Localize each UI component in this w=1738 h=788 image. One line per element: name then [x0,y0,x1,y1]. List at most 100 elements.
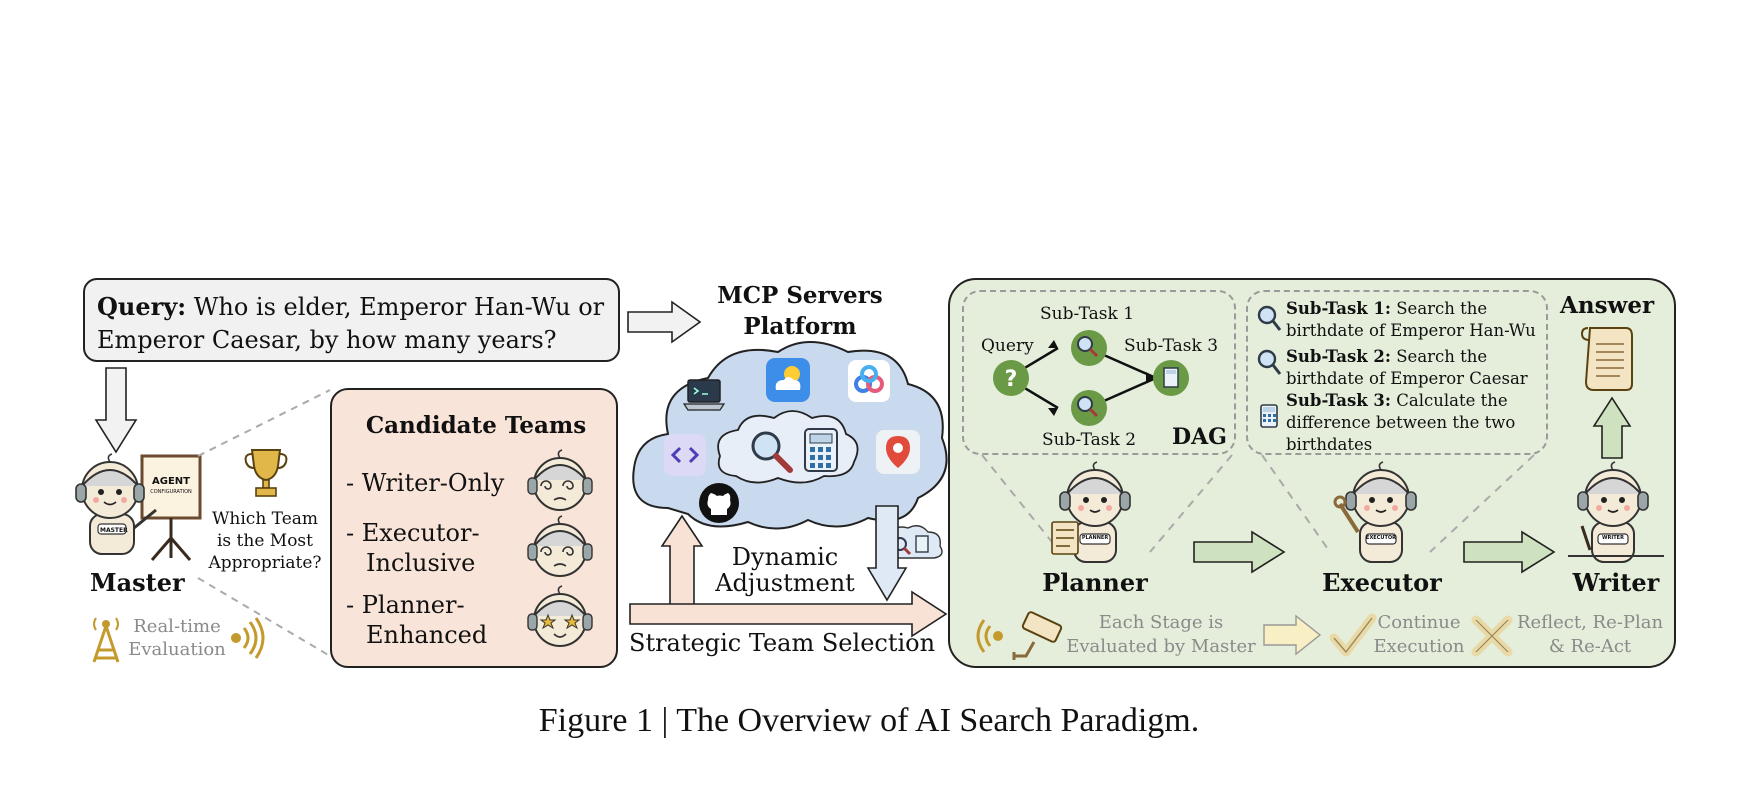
subtask-3-line-3: birthdates [1286,435,1373,454]
executor-badge: EXECUTOR [1366,535,1396,541]
continue-line-1: Continue [1377,612,1461,633]
writer-robot-icon [1568,461,1664,563]
weather-icon [766,358,810,402]
arrow-planner-to-executor [1193,530,1286,574]
search-icon [1257,349,1282,375]
subtask-1-text-1: Search the [1391,299,1488,318]
subtask-3-desc: Sub-Task 3: Calculate the difference bet… [1286,390,1515,456]
stage-line-1: Each Stage is [1098,612,1224,633]
subtask-2-line-1: Sub-Task 2: Search the [1286,346,1528,368]
arrow-executor-to-writer [1463,530,1556,574]
arrow-down-from-cloud [866,505,908,602]
candidate-teams-title: Candidate Teams [365,412,587,439]
subtask-1-desc: Sub-Task 1: Search the birthdate of Empe… [1286,298,1536,342]
question-line-2: is the Most [216,531,313,551]
map-pin-icon [876,430,920,474]
sound-wave-icon [976,619,1003,653]
arrow-up-to-cloud [660,514,704,611]
question-line-3: Appropriate? [208,553,322,573]
query-line-1: Query: Who is elder, Emperor Han-Wu or [97,290,606,324]
calculator-icon [804,428,838,472]
dag-query-label: Query [981,336,1034,356]
trophy-icon [244,449,288,497]
arrow-continue [1263,614,1322,656]
code-brackets-icon [664,434,706,476]
mcp-title: MCP Servers Platform [690,280,910,342]
subtask-1-line-2: birthdate of Emperor Han-Wu [1286,321,1536,340]
mcp-title-line-2: Platform [743,313,857,340]
arrow-writer-to-answer [1592,396,1632,459]
writer-label: Writer [1572,568,1660,597]
dynamic-adjustment: Dynamic Adjustment [700,544,870,596]
dynamic-line-2: Adjustment [715,569,855,597]
question-line-1: Which Team [211,509,319,529]
realtime-evaluation: Real-time Evaluation [122,615,232,661]
dag-label: DAG [1172,424,1227,450]
reflect-line-1: Reflect, Re-Plan [1516,612,1664,633]
candidate-2-line-2: Inclusive [366,549,476,577]
answer-label: Answer [1560,292,1655,319]
realtime-line-1: Real-time [133,616,221,637]
checkmark-icon [1329,613,1377,657]
robot-head-star-eyes-icon [527,585,593,647]
continue-line-2: Execution [1373,636,1465,657]
dag-graph: ? [993,330,1189,426]
planner-badge: PLANNER [1081,535,1109,541]
subtask-3-line-1: Sub-Task 3: Calculate the [1286,390,1515,412]
magnifier-icon [751,431,793,473]
dag-subtask-3-label: Sub-Task 3 [1124,336,1219,356]
executor-robot-icon [1333,461,1417,563]
master-label: Master [90,568,185,597]
calculator-icon [1260,404,1278,428]
robot-head-dizzy-icon [527,515,593,577]
dag-subtask-2-label: Sub-Task 2 [1042,430,1137,450]
candidate-2-line-1: - Executor- [346,519,480,547]
subtask-1-head: Sub-Task 1: [1286,299,1391,318]
subtask-3-text-1: Calculate the [1391,391,1508,410]
dynamic-line-1: Dynamic [731,543,839,571]
master-badge: MASTER [100,527,128,534]
cross-icon [1471,615,1513,657]
reflect-replan-text: Reflect, Re-Plan & Re-Act [1508,611,1672,659]
candidate-item-writer-only: - Writer-Only [346,468,504,498]
board-text-2: CONFIGURATION [150,489,192,495]
robot-head-dizzy-icon [527,449,593,511]
dag-subtask-1-label: Sub-Task 1 [1040,304,1135,324]
subtask-3-line-2: difference between the two [1286,413,1516,432]
execution-panel [948,278,1676,668]
search-icon [1257,305,1282,331]
reflect-line-2: & Re-Act [1548,636,1632,657]
candidate-item-executor-inclusive: - Executor- Inclusive [346,518,480,578]
continue-execution-text: Continue Execution [1364,611,1474,659]
which-team-question: Which Team is the Most Appropriate? [202,508,328,574]
candidate-1-line-1: - Writer-Only [346,469,505,497]
candidate-item-planner-enhanced: - Planner- Enhanced [346,590,487,650]
board-text-1: AGENT [152,476,190,487]
security-camera-icon [1012,611,1063,660]
subtask-1-line-1: Sub-Task 1: Search the [1286,298,1536,320]
strategic-team-selection: Strategic Team Selection [629,629,936,657]
github-icon [699,483,739,523]
arrow-query-to-master [94,367,138,454]
writer-badge: WRITER [1602,535,1624,541]
subtask-2-desc: Sub-Task 2: Search the birthdate of Empe… [1286,346,1528,390]
dag-box [962,290,1236,455]
stage-evaluated-text: Each Stage is Evaluated by Master [1056,611,1266,659]
executor-label: Executor [1322,568,1442,597]
candidate-3-line-2: Enhanced [366,621,488,649]
planner-robot-icon [1051,461,1131,563]
planner-label: Planner [1042,568,1148,597]
scroll-icon [1580,327,1633,391]
laptop-code-icon [682,379,726,411]
arrow-query-to-mcp [627,300,702,344]
subtask-3-head: Sub-Task 3: [1286,391,1391,410]
subtask-2-line-2: birthdate of Emperor Caesar [1286,369,1528,388]
stage-line-2: Evaluated by Master [1066,636,1256,657]
figure-caption: Figure 1 | The Overview of AI Search Par… [538,702,1200,739]
query-box: Query: Who is elder, Emperor Han-Wu or E… [83,278,620,362]
master-robot-icon [75,453,202,561]
cloud-drive-icon [848,360,890,402]
query-text-1: Who is elder, Emperor Han-Wu or [186,293,605,321]
